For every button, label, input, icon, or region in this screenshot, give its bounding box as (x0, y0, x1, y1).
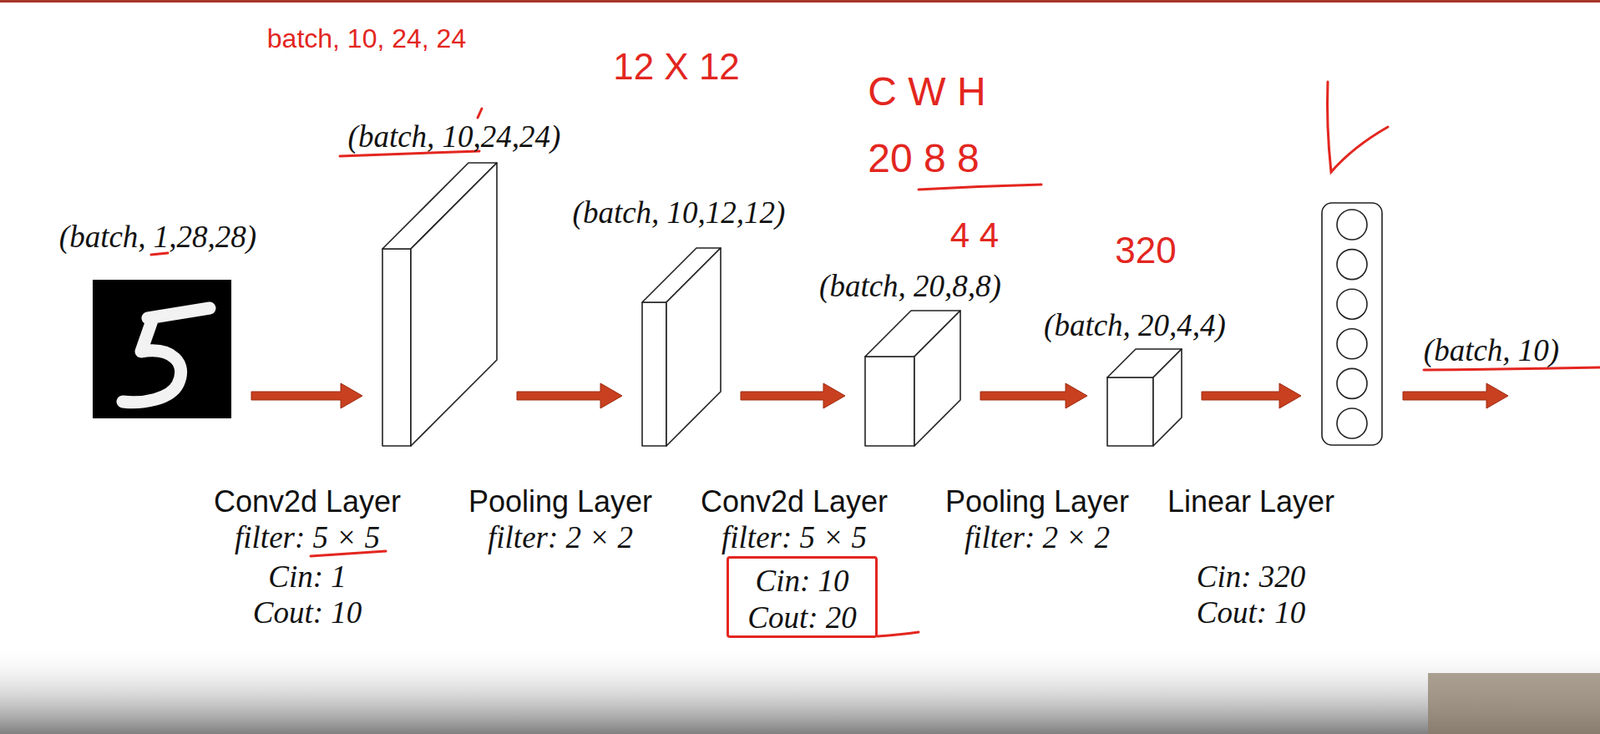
feature-map-box-outline (382, 162, 497, 446)
flow-arrow (251, 383, 363, 409)
filter-size: filter: 5 × 5 (721, 521, 867, 553)
neuron-circle (1336, 288, 1368, 319)
neuron-circle (1336, 368, 1368, 399)
shape-label: (batch, 10,12,12) (572, 197, 786, 228)
flow-arrow (1201, 383, 1302, 409)
channel-count: Cout: 20 (747, 602, 857, 633)
box-face (642, 302, 667, 446)
channel-count: Cin: 10 (754, 565, 849, 597)
digit-stroke (122, 308, 210, 403)
neuron-circle (1336, 249, 1368, 280)
shape-label: (batch, 10) (1423, 334, 1560, 366)
feature-map-box-outline (1107, 349, 1182, 446)
red-underline (1423, 367, 1600, 370)
output-arrow (1402, 383, 1509, 409)
filter-size: filter: 5 × 5 (234, 521, 380, 553)
red-checkmark (1327, 81, 1389, 173)
box-face (914, 310, 961, 446)
shape-label: (batch, 20,8,8) (819, 270, 1002, 302)
linear-layer-box: Linear LayerCin: 320Cout: 10 (1321, 202, 1383, 446)
feature-map-box: (batch, 10,12,12) (642, 248, 721, 446)
input-image: (batch, 1,28,28) (92, 279, 232, 419)
red-underline (151, 253, 168, 255)
flow-arrow (980, 383, 1088, 409)
box-face (1107, 377, 1154, 446)
layer-name: Conv2d Layer (700, 486, 888, 517)
handwritten-note: 4 4 (950, 217, 999, 254)
neuron-circle (1336, 329, 1368, 360)
neuron-circle (1336, 209, 1368, 240)
handwritten-note: C W H (867, 71, 986, 112)
top-border (0, 0, 1600, 3)
box-face (865, 356, 915, 446)
flow-arrow (740, 383, 846, 409)
input-image-outline (92, 279, 232, 419)
player-shade (0, 644, 1600, 734)
channel-count: Cin: 320 (1196, 561, 1307, 593)
feature-map-box-outline (865, 310, 961, 446)
box-face (382, 248, 411, 446)
layer-name: Conv2d Layer (213, 486, 401, 517)
red-tick (477, 108, 482, 118)
webcam-thumbnail (1427, 673, 1600, 734)
annotation-box: Cin: 10 Cout: 20 (726, 556, 878, 638)
channel-count: Cout: 10 (1196, 597, 1307, 628)
layer-name: Pooling Layer (468, 486, 653, 517)
handwritten-note: 12 X 12 (612, 48, 740, 86)
handwritten-note: 320 (1114, 232, 1176, 269)
box-face (1153, 349, 1182, 446)
neuron-circle (1336, 408, 1368, 439)
linear-layer-box-outline (1321, 202, 1383, 446)
layer-name: Linear Layer (1167, 486, 1335, 517)
feature-map-box: (batch, 20,8,8) (865, 310, 961, 446)
image-ground (92, 279, 232, 419)
flow-arrow (516, 383, 623, 409)
shape-label: (batch, 1,28,28) (59, 221, 257, 253)
box-face (410, 162, 497, 446)
feature-map-box: (batch, 20,4,4) (1107, 349, 1182, 446)
box-face (666, 248, 721, 446)
shape-label: (batch, 10,24,24) (348, 121, 562, 152)
feature-map-box-outline (642, 248, 721, 446)
channel-count: Cin: 1 (268, 561, 347, 593)
shape-label: (batch, 20,4,4) (1043, 309, 1226, 341)
layer-outline (1321, 202, 1383, 446)
red-stroke (877, 632, 919, 637)
filter-size: filter: 2 × 2 (964, 521, 1110, 553)
handwritten-note: batch, 10, 24, 24 (267, 25, 466, 52)
red-underline (339, 151, 480, 157)
feature-map-box: (batch, 10,24,24) (382, 162, 497, 446)
handwritten-note: 20 8 8 (867, 138, 979, 179)
filter-size: filter: 2 × 2 (487, 521, 633, 553)
red-underline (918, 184, 1042, 190)
channel-count: Cout: 10 (253, 597, 363, 628)
layer-name: Pooling Layer (945, 486, 1130, 517)
